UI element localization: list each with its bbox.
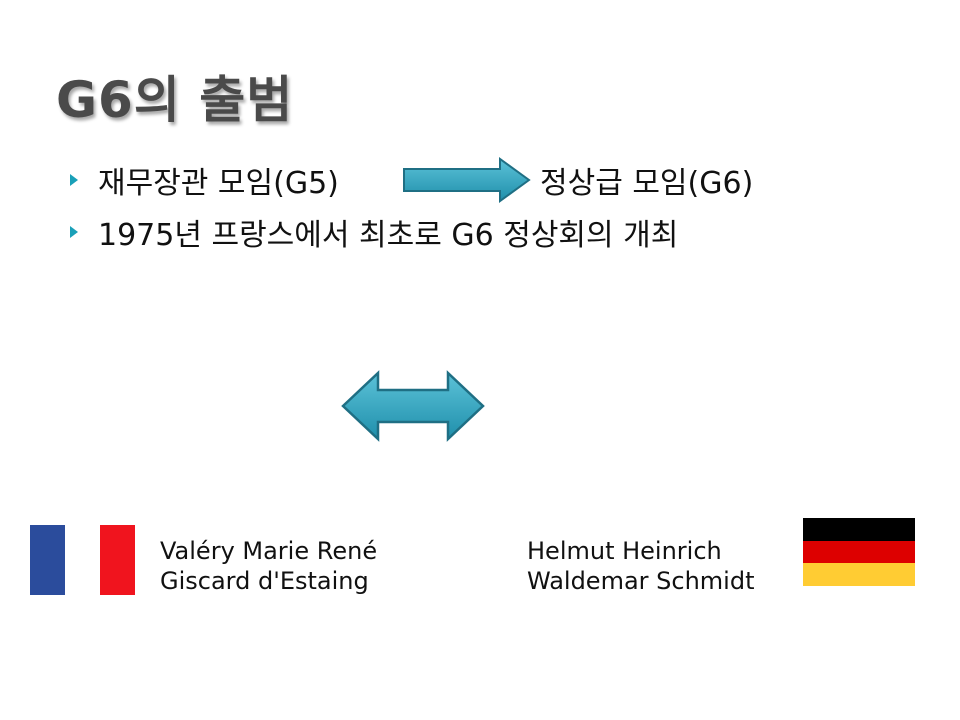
person-left-line1: Valéry Marie René	[160, 537, 378, 565]
bullet-item-2: 1975년 프랑스에서 최초로 G6 정상회의 개최	[70, 212, 679, 253]
bullet-item-1: 재무장관 모임(G5)	[70, 160, 339, 201]
person-right-line1: Helmut Heinrich	[527, 537, 722, 565]
right-arrow-icon	[403, 157, 531, 203]
person-left: Valéry Marie René Giscard d'Estaing	[160, 536, 377, 596]
bullet-2-text: 1975년 프랑스에서 최초로 G6 정상회의 개최	[98, 218, 679, 253]
france-flag-icon	[30, 525, 135, 595]
person-right: Helmut Heinrich Waldemar Schmidt	[527, 536, 754, 596]
page-title: G6의 출범	[56, 71, 294, 129]
bullet-triangle-icon	[70, 226, 78, 238]
double-arrow-icon	[341, 370, 485, 442]
germany-flag-icon	[803, 518, 915, 586]
bullet-1-left-text: 재무장관 모임(G5)	[98, 166, 339, 201]
bullet-1-right-text: 정상급 모임(G6)	[540, 166, 754, 201]
person-left-line2: Giscard d'Estaing	[160, 567, 369, 595]
person-right-line2: Waldemar Schmidt	[527, 567, 755, 595]
bullet-triangle-icon	[70, 174, 78, 186]
bullet-1-right: 정상급 모임(G6)	[540, 160, 754, 201]
